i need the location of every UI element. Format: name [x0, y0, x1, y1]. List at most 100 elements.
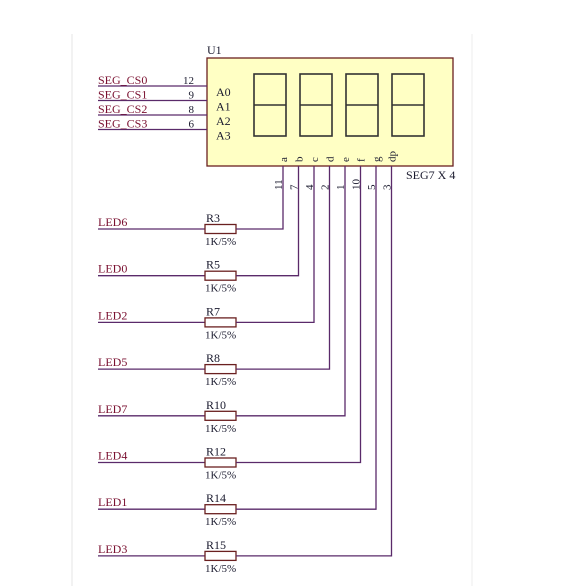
segment-wire — [236, 194, 377, 510]
resistor-r3: LED6 R3 1K/5% — [98, 194, 284, 248]
resistor-symbol — [204, 363, 237, 375]
led-net-label: LED0 — [98, 262, 127, 276]
segment-pin-number: 1 — [335, 185, 347, 191]
segment-pin-number: 4 — [304, 184, 316, 190]
led-net-label: LED1 — [98, 495, 127, 509]
resistor-r15: LED3 R15 1K/5% — [98, 194, 393, 575]
component-part: SEG7 X 4 — [406, 168, 455, 182]
address-pin-number: 12 — [183, 75, 194, 87]
seven-segment-display-body — [206, 57, 454, 167]
segment-wire — [236, 194, 300, 277]
segment-pin-number: 3 — [382, 184, 394, 190]
address-pin-name: A1 — [216, 100, 231, 114]
address-pin-name: A2 — [216, 114, 231, 128]
resistor-ref: R3 — [206, 211, 220, 225]
segment-pin-name: a — [278, 157, 290, 162]
resistor-value: 1K/5% — [205, 563, 236, 575]
segment-wire — [236, 194, 393, 557]
segment-pin-c: c4 — [304, 157, 321, 194]
resistor-ref: R14 — [206, 491, 226, 505]
segment-pin-number: 5 — [366, 184, 378, 190]
segment-pin-dp: dp 3 — [382, 151, 399, 194]
led-net-label: LED6 — [98, 215, 127, 229]
led-net-label: LED5 — [98, 355, 127, 369]
segment-pin-number: 7 — [289, 184, 301, 190]
resistor-value: 1K/5% — [205, 236, 236, 248]
resistor-symbol — [204, 223, 237, 235]
segment-wire — [236, 194, 284, 230]
segment-wire — [236, 194, 315, 324]
resistor-ref: R7 — [206, 304, 220, 318]
address-pin-name: A0 — [216, 85, 231, 99]
resistor-symbol — [204, 457, 237, 468]
segment-pin-a: a 11 — [273, 157, 290, 194]
segment-wire — [236, 194, 346, 417]
segment-pin-g: g5 — [366, 156, 383, 194]
segment-pin-name: g — [371, 156, 383, 162]
segment-pin-name: b — [294, 156, 306, 162]
led-net-label: LED4 — [98, 449, 127, 463]
resistor-symbol — [204, 317, 237, 328]
segment-pin-d: d2 — [320, 156, 337, 194]
digit-3 — [345, 73, 379, 137]
segment-pin-name: e — [340, 157, 352, 162]
segment-pin-number: 11 — [273, 179, 285, 190]
address-pin-number: 8 — [189, 104, 195, 116]
resistor-network: LED6 R3 1K/5% LED0 R5 1K/5% LED2 R7 1K/5% LED5 R8 1… — [98, 194, 393, 575]
segment-pin-name: f — [356, 158, 368, 162]
resistor-ref: R12 — [206, 445, 226, 459]
resistor-symbol — [204, 550, 237, 562]
digit-1 — [253, 73, 287, 137]
address-net-label: SEG_CS2 — [98, 102, 147, 116]
resistor-ref: R8 — [206, 351, 220, 365]
component-ref: U1 — [207, 43, 222, 57]
resistor-value: 1K/5% — [205, 470, 236, 482]
digit-array — [253, 73, 425, 137]
segment-pin-e: e1 — [335, 157, 352, 194]
address-pin-number: 9 — [189, 90, 195, 102]
resistor-value: 1K/5% — [205, 376, 236, 388]
address-pin-a1: SEG_CS1 9A1 — [98, 88, 231, 114]
resistor-value: 1K/5% — [205, 329, 236, 341]
address-net-label: SEG_CS1 — [98, 88, 147, 102]
address-pin-name: A3 — [216, 129, 231, 143]
resistor-value: 1K/5% — [205, 423, 236, 435]
address-pin-a3: SEG_CS3 6A3 — [98, 117, 231, 143]
resistor-r7: LED2 R7 1K/5% — [98, 194, 315, 341]
segment-pin-name: dp — [387, 151, 399, 163]
segment-wire — [236, 194, 362, 464]
resistor-r12: LED4 R12 1K/5% — [98, 194, 362, 482]
segment-wire — [236, 194, 331, 370]
resistor-r5: LED0 R5 1K/5% — [98, 194, 300, 295]
led-net-label: LED3 — [98, 542, 127, 556]
address-pin-a2: SEG_CS2 8A2 — [98, 102, 231, 128]
resistor-r10: LED7 R10 1K/5% — [98, 194, 346, 435]
address-net-label: SEG_CS3 — [98, 117, 147, 131]
segment-pin-name: c — [309, 157, 321, 162]
resistor-ref: R10 — [206, 398, 226, 412]
segment-pin-f: f 10 — [351, 158, 368, 194]
resistor-symbol — [204, 504, 237, 515]
resistor-r14: LED1 R14 1K/5% — [98, 194, 377, 528]
led-net-label: LED7 — [98, 402, 127, 416]
segment-pin-name: d — [325, 156, 337, 162]
resistor-ref: R15 — [206, 538, 226, 552]
resistor-symbol — [204, 410, 237, 421]
led-net-label: LED2 — [98, 308, 127, 322]
resistor-symbol — [204, 270, 237, 281]
resistor-ref: R5 — [206, 258, 220, 272]
digit-4 — [391, 73, 425, 137]
segment-pin-number: 10 — [351, 179, 363, 191]
resistor-value: 1K/5% — [205, 516, 236, 528]
resistor-r8: LED5 R8 1K/5% — [98, 194, 331, 388]
resistor-value: 1K/5% — [205, 283, 236, 295]
segment-pin-number: 2 — [320, 185, 332, 191]
address-pin-number: 6 — [189, 119, 195, 131]
digit-2 — [299, 73, 333, 137]
segment-pin-b: b7 — [289, 156, 306, 194]
address-net-label: SEG_CS0 — [98, 73, 147, 87]
